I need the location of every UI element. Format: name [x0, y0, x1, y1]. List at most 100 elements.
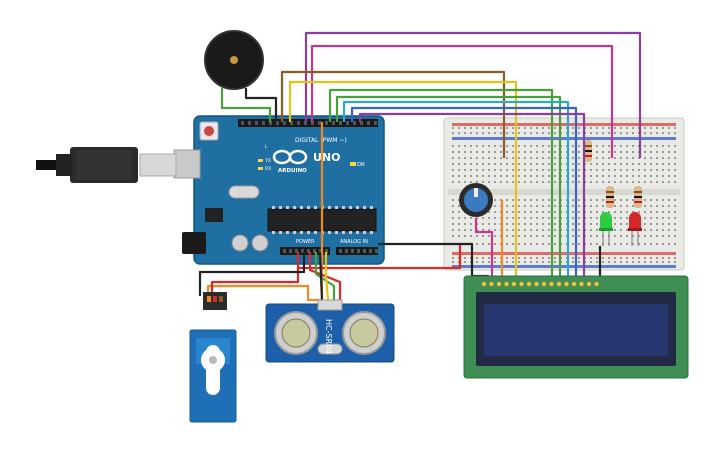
- header-pin: [353, 121, 356, 125]
- reset-button-cap: [204, 126, 214, 136]
- breadboard-hole: [536, 127, 538, 129]
- breadboard-hole: [626, 175, 628, 177]
- breadboard-hole: [590, 175, 592, 177]
- breadboard-hole: [506, 151, 508, 153]
- breadboard-hole: [656, 211, 658, 213]
- breadboard-hole: [596, 145, 598, 147]
- breadboard-hole: [506, 243, 508, 245]
- breadboard-hole: [536, 132, 538, 134]
- resistor: [606, 186, 614, 208]
- red-led[interactable]: [628, 212, 642, 246]
- breadboard-hole: [596, 181, 598, 183]
- breadboard-hole: [482, 217, 484, 219]
- breadboard-hole: [470, 163, 472, 165]
- breadboard-hole: [650, 223, 652, 225]
- breadboard-hole: [482, 132, 484, 134]
- chip-pin: [349, 206, 352, 209]
- wire-purple-2: [358, 112, 586, 286]
- breadboard-hole: [602, 261, 604, 263]
- header-pin: [290, 121, 293, 125]
- breadboard-hole: [626, 145, 628, 147]
- breadboard-hole: [506, 235, 508, 237]
- breadboard-hole: [638, 169, 640, 171]
- breadboard-hole: [530, 257, 532, 259]
- breadboard-hole: [650, 229, 652, 231]
- green-led[interactable]: [599, 212, 613, 246]
- breadboard-hole: [620, 157, 622, 159]
- wires[interactable]: [198, 31, 642, 302]
- breadboard-hole: [530, 181, 532, 183]
- micro-servo[interactable]: [189, 292, 237, 423]
- chip-pin: [328, 231, 331, 234]
- breadboard-hole: [464, 127, 466, 129]
- breadboard-hole: [458, 151, 460, 153]
- breadboard-hole: [656, 261, 658, 263]
- potentiometer[interactable]: [459, 183, 493, 217]
- wire-buzzer-black: [244, 88, 278, 122]
- breadboard-hole: [548, 243, 550, 245]
- breadboard-hole: [578, 217, 580, 219]
- breadboard-hole: [482, 127, 484, 129]
- breadboard-hole: [452, 181, 454, 183]
- breadboard-hole: [632, 163, 634, 165]
- breadboard-hole: [668, 145, 670, 147]
- breadboard-hole: [548, 229, 550, 231]
- breadboard-hole: [524, 211, 526, 213]
- breadboard-hole: [668, 181, 670, 183]
- breadboard-hole: [578, 211, 580, 213]
- breadboard-hole: [668, 175, 670, 177]
- breadboard-hole: [638, 261, 640, 263]
- breadboard-hole: [530, 205, 532, 207]
- breadboard-hole: [482, 229, 484, 231]
- breadboard-hole: [656, 132, 658, 134]
- lcd-display[interactable]: [463, 275, 689, 379]
- breadboard-hole: [470, 217, 472, 219]
- breadboard-hole: [530, 169, 532, 171]
- digital-header: [238, 119, 378, 127]
- breadboard-hole: [614, 199, 616, 201]
- breadboard-hole: [662, 132, 664, 134]
- breadboard-hole: [524, 175, 526, 177]
- breadboard-hole: [638, 181, 640, 183]
- breadboard-hole: [620, 199, 622, 201]
- breadboard-hole: [476, 257, 478, 259]
- breadboard-hole: [590, 127, 592, 129]
- breadboard-hole: [494, 243, 496, 245]
- breadboard-hole: [578, 243, 580, 245]
- breadboard-hole: [608, 127, 610, 129]
- breadboard-hole: [656, 235, 658, 237]
- chip-pin: [300, 206, 303, 209]
- breadboard-hole: [662, 235, 664, 237]
- header-pin: [295, 249, 298, 253]
- breadboard-hole: [650, 163, 652, 165]
- breadboard-hole: [524, 132, 526, 134]
- arduino-uno-board[interactable]: DIGITAL (PWM ~) UNO ARDUINO ON TX RX L P…: [173, 115, 385, 265]
- breadboard-hole: [620, 257, 622, 259]
- breadboard-hole: [536, 145, 538, 147]
- breadboard-hole: [644, 205, 646, 207]
- breadboard-hole: [620, 145, 622, 147]
- breadboard-hole: [626, 211, 628, 213]
- wire-orange: [206, 122, 324, 302]
- breadboard-hole: [626, 151, 628, 153]
- breadboard-hole: [614, 145, 616, 147]
- breadboard-hole: [554, 199, 556, 201]
- sensor-model: HC-SR04: [324, 319, 333, 354]
- breadboard-hole: [668, 261, 670, 263]
- breadboard-hole: [620, 163, 622, 165]
- breadboard-hole: [524, 127, 526, 129]
- breadboard-hole: [548, 157, 550, 159]
- ultrasonic-sensor[interactable]: HC-SR04: [265, 299, 395, 363]
- breadboard-hole: [452, 145, 454, 147]
- breadboard-hole: [452, 257, 454, 259]
- on-label: ON: [357, 162, 365, 168]
- breadboard-hole: [644, 257, 646, 259]
- breadboard-hole: [494, 257, 496, 259]
- breadboard-hole: [608, 181, 610, 183]
- breadboard-hole: [494, 217, 496, 219]
- breadboard-hole: [530, 199, 532, 201]
- chip-pins: [272, 206, 373, 234]
- breadboard-hole: [656, 169, 658, 171]
- piezo-buzzer[interactable]: [204, 30, 264, 90]
